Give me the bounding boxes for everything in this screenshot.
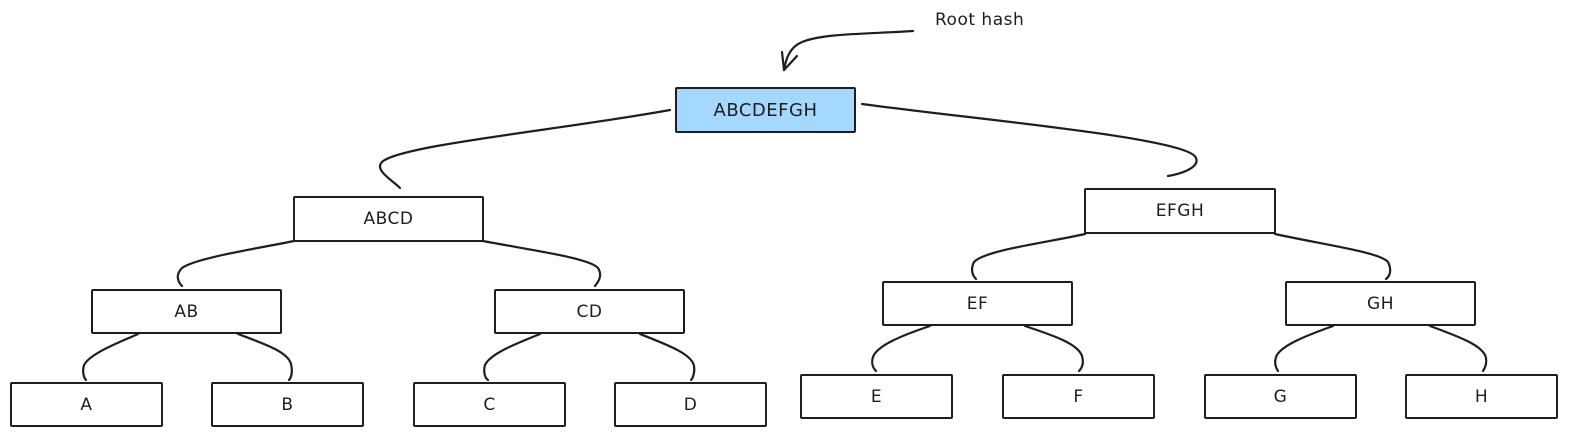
edge-ef-e <box>871 324 932 373</box>
edge-abcdefgh-efgh <box>860 102 1198 178</box>
node-gh: GH <box>1285 281 1476 326</box>
root-node-abcdefgh: ABCDEFGH <box>675 87 856 133</box>
node-label: AB <box>174 301 199 322</box>
node-label: G <box>1273 386 1288 407</box>
node-label: D <box>683 394 698 415</box>
edge-efgh-ef <box>970 232 1087 281</box>
root-hash-arrow <box>782 29 915 72</box>
node-label: ABCD <box>363 209 414 229</box>
leaf-node-h: H <box>1405 374 1558 419</box>
node-label: GH <box>1367 293 1394 314</box>
node-label: C <box>483 394 496 415</box>
node-label: ABCDEFGH <box>713 99 818 121</box>
edge-abcdefgh-abcd <box>379 108 672 190</box>
edge-ef-f <box>1023 324 1084 373</box>
node-label: B <box>281 394 294 415</box>
leaf-node-b: B <box>211 382 364 427</box>
node-ab: AB <box>91 289 282 334</box>
leaf-node-a: A <box>10 382 163 427</box>
node-label: A <box>80 394 93 415</box>
edge-ab-b <box>236 332 293 382</box>
node-label: H <box>1474 386 1489 407</box>
node-label: EF <box>966 293 989 314</box>
node-efgh: EFGH <box>1084 188 1276 234</box>
node-abcd: ABCD <box>293 196 484 242</box>
leaf-node-d: D <box>614 382 767 427</box>
edge-efgh-gh <box>1273 232 1392 281</box>
leaf-node-f: F <box>1002 374 1155 419</box>
node-ef: EF <box>882 281 1073 326</box>
node-label: E <box>870 386 883 407</box>
edge-ab-a <box>82 332 140 382</box>
node-label: F <box>1073 386 1084 407</box>
node-cd: CD <box>494 289 685 334</box>
leaf-node-g: G <box>1204 374 1357 419</box>
edge-abcd-cd <box>481 239 602 288</box>
node-label: CD <box>576 301 603 322</box>
leaf-node-c: C <box>413 382 566 427</box>
leaf-node-e: E <box>800 374 953 419</box>
edge-gh-g <box>1274 324 1335 373</box>
edge-cd-d <box>638 332 696 382</box>
edge-cd-c <box>483 332 542 382</box>
root-hash-annotation: Root hash <box>935 10 1025 30</box>
edge-gh-h <box>1428 324 1488 373</box>
root-hash-arrowhead <box>780 50 799 72</box>
node-label: EFGH <box>1155 201 1205 221</box>
edge-abcd-ab <box>176 239 296 288</box>
